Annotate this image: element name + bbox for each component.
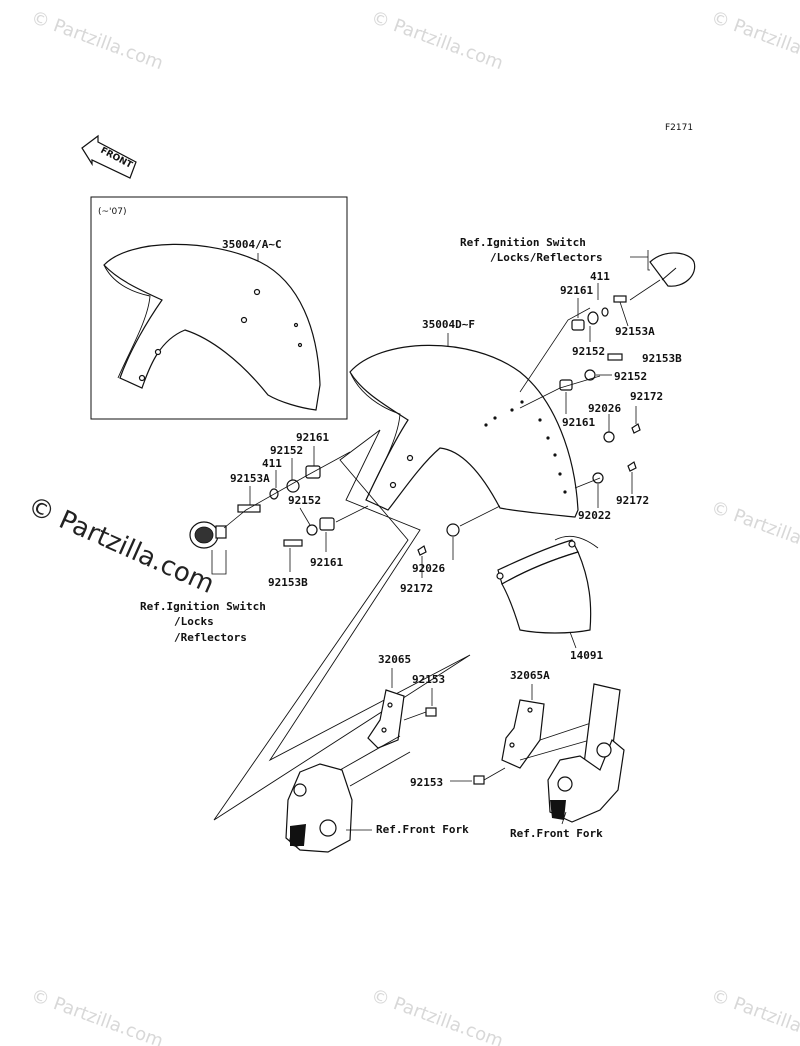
label-92152-left: 92152 — [288, 494, 321, 507]
label-92153a-left: 92153A — [230, 472, 270, 485]
grommet-icon — [319, 517, 335, 531]
washer-icon — [592, 472, 604, 484]
front-fork-right-icon — [547, 683, 625, 823]
inset-box: (~'07) 35004/A~C — [90, 196, 348, 420]
bolt-icon — [283, 539, 303, 547]
front-fender-icon — [349, 344, 579, 518]
ref-ignition-right-1: Ref.Ignition Switch — [460, 236, 586, 249]
label-35004-df: 35004D~F — [422, 318, 475, 331]
label-92022: 92022 — [578, 509, 611, 522]
watermark: © Partzilla.com — [28, 7, 166, 74]
watermark: © Partzilla.com — [28, 985, 166, 1046]
label-411-right: 411 — [590, 270, 610, 283]
mudguard-14091-icon — [496, 535, 599, 634]
reflector-right-icon — [649, 252, 696, 287]
watermark: © Partzilla.com — [708, 7, 800, 74]
front-fork-left-icon — [285, 735, 411, 853]
label-92153b-right: 92153B — [642, 352, 682, 365]
label-92152-right-top: 92152 — [572, 345, 605, 358]
label-92161-right: 92161 — [562, 416, 595, 429]
ref-front-fork-left: Ref.Front Fork — [376, 823, 469, 836]
washer-icon — [587, 311, 599, 325]
front-arrow-icon: FRONT — [81, 134, 137, 179]
washer-icon — [446, 523, 460, 537]
left-hardware — [223, 446, 369, 572]
ref-ignition-left-1: Ref.Ignition Switch — [140, 600, 266, 613]
watermark: © Partzilla.com — [708, 497, 800, 564]
washer-icon — [584, 369, 596, 381]
grommet-icon — [571, 319, 585, 331]
bolt-icon — [607, 353, 623, 361]
label-92153-top: 92153 — [412, 673, 445, 686]
watermark-large: © Partzilla.com — [23, 491, 218, 600]
label-92172-center: 92172 — [400, 582, 433, 595]
bolt-icon — [613, 295, 627, 303]
right-hardware — [519, 279, 661, 508]
label-92153b-left: 92153B — [268, 576, 308, 589]
label-35004-ac: 35004/A~C — [222, 238, 282, 251]
reflector-left-icon — [189, 521, 227, 549]
nut-icon — [627, 461, 637, 472]
washer-icon — [601, 307, 609, 317]
label-92161-left: 92161 — [310, 556, 343, 569]
label-92161-right-top: 92161 — [560, 284, 593, 297]
label-411-left: 411 — [262, 457, 282, 470]
label-32065: 32065 — [378, 653, 411, 666]
watermark: © Partzilla.com — [368, 985, 506, 1046]
washer-icon — [286, 479, 300, 493]
label-92161-left-top: 92161 — [296, 431, 329, 444]
nut-icon — [631, 423, 641, 434]
label-92152-left-top: 92152 — [270, 444, 303, 457]
nut-icon — [417, 545, 427, 556]
bolt-icon — [425, 707, 437, 717]
fender-inset-icon — [103, 243, 321, 411]
watermark: © Partzilla.com — [368, 7, 506, 74]
figure-code: F2171 — [665, 123, 693, 133]
label-92153a-right: 92153A — [615, 325, 655, 338]
label-92152-right: 92152 — [614, 370, 647, 383]
ref-ignition-left-3: /Reflectors — [174, 631, 247, 644]
label-32065a: 32065A — [510, 669, 550, 682]
label-92172-right-top: 92172 — [630, 390, 663, 403]
label-92026-right: 92026 — [588, 402, 621, 415]
label-92153-mid: 92153 — [410, 776, 443, 789]
ref-ignition-left-2: /Locks — [174, 615, 214, 628]
label-14091: 14091 — [570, 649, 603, 662]
washer-icon — [603, 431, 615, 443]
guide-outline — [213, 429, 471, 821]
inset-label: (~'07) — [98, 207, 127, 217]
bracket-32065-icon — [367, 689, 405, 749]
center-hardware — [417, 505, 501, 578]
label-92172-right: 92172 — [616, 494, 649, 507]
bracket-32065a-icon — [501, 699, 601, 769]
ref-front-fork-right: Ref.Front Fork — [510, 827, 603, 840]
ref-ignition-right-2: /Locks/Reflectors — [490, 251, 603, 264]
washer-icon — [306, 524, 318, 536]
bolt-icon — [473, 775, 485, 785]
label-92026-center: 92026 — [412, 562, 445, 575]
watermark: © Partzilla.com — [708, 985, 800, 1046]
